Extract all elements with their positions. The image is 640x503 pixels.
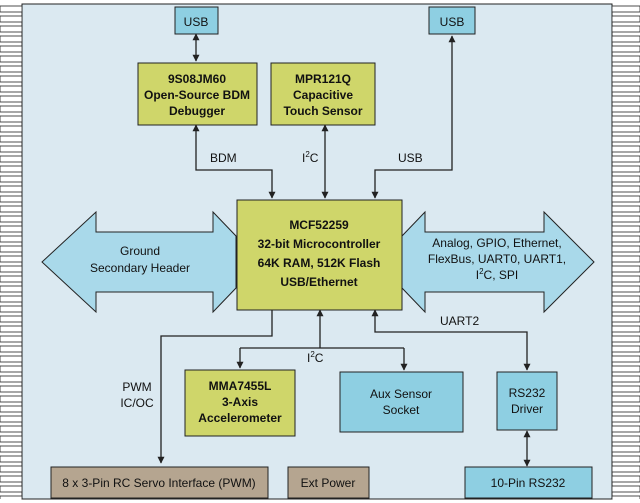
mcu-line-2: 32-bit Microcontroller — [258, 237, 381, 251]
touch-sensor-line-1: MPR121Q — [295, 72, 351, 86]
rs232-driver-line-2: Driver — [511, 402, 543, 416]
ground-arrow-line-2: Secondary Header — [90, 261, 190, 275]
bdm-link-label: BDM — [210, 151, 237, 165]
pwm-link — [157, 310, 273, 464]
usb-link-label: USB — [398, 151, 423, 165]
servo-interface-label: 8 x 3-Pin RC Servo Interface (PWM) — [62, 476, 255, 490]
ic-oc-link-label: IC/OC — [120, 396, 154, 410]
bdm-debugger-line-1: 9S08JM60 — [168, 72, 226, 86]
mcu-block — [236, 199, 403, 311]
mcu-line-3: 64K RAM, 512K Flash — [258, 256, 381, 270]
io-arrow-line-3: I2C, SPI — [476, 267, 518, 282]
rs232-driver-line-1: RS232 — [509, 386, 546, 400]
accelerometer-line-2: 3-Axis — [222, 395, 258, 409]
bdm-debugger-line-3: Debugger — [169, 104, 225, 118]
i2c-low-label: I2C — [307, 350, 324, 365]
usb-right-label: USB — [440, 15, 465, 29]
accelerometer-block — [184, 369, 296, 437]
rs232-port-label: 10-Pin RS232 — [491, 476, 566, 490]
io-arrow-line-2: FlexBus, UART0, UART1, — [428, 252, 566, 266]
i2c-top-label: I2C — [302, 150, 319, 165]
usb-left-block — [174, 6, 219, 35]
ext-power-label: Ext Power — [301, 476, 356, 490]
peripheral-io-arrow — [401, 210, 595, 314]
io-arrow-line-1: Analog, GPIO, Ethernet, — [432, 236, 561, 250]
servo-interface-block — [50, 466, 269, 499]
uart2-link — [371, 309, 531, 371]
bdm-debugger-line-2: Open-Source BDM — [144, 88, 250, 102]
accelerometer-line-3: Accelerometer — [198, 411, 282, 425]
pwm-link-label: PWM — [122, 380, 151, 394]
touch-sensor-line-2: Capacitive — [293, 88, 353, 102]
touch-sensor-block — [270, 62, 376, 126]
rs232-port-block — [464, 466, 593, 499]
pin-header-right — [612, 4, 640, 499]
accelerometer-line-1: MMA7455L — [209, 379, 272, 393]
ground-header-arrow — [41, 210, 237, 314]
mcu-line-1: MCF52259 — [289, 218, 349, 232]
ext-power-block — [287, 466, 370, 499]
usb-mcu-link — [371, 35, 456, 199]
usb-left-label: USB — [184, 15, 209, 29]
bdm-link — [192, 124, 276, 199]
usb-right-block — [428, 6, 476, 35]
aux-sensor-line-1: Aux Sensor — [370, 387, 432, 401]
pin-header-left — [0, 4, 22, 499]
rs232-driver-block — [496, 371, 558, 431]
touch-sensor-line-3: Touch Sensor — [283, 104, 362, 118]
mcu-line-4: USB/Ethernet — [280, 275, 357, 289]
ground-arrow-line-1: Ground — [120, 244, 160, 258]
bdm-debugger-block — [137, 62, 258, 126]
aux-sensor-line-2: Socket — [383, 403, 420, 417]
aux-sensor-block — [339, 371, 464, 433]
uart2-link-label: UART2 — [440, 314, 479, 328]
